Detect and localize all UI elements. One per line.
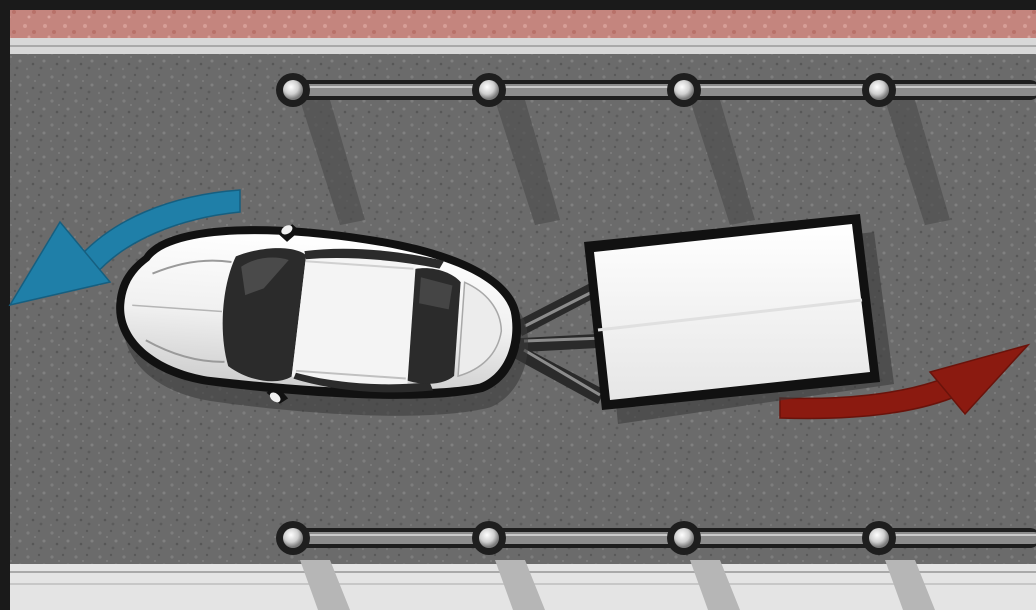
trailer	[584, 214, 894, 424]
curved-arrow-left-icon	[8, 189, 241, 307]
post-shadows-top	[300, 100, 950, 225]
top-rail-posts	[276, 73, 896, 107]
car	[116, 224, 529, 416]
curved-arrow-right-icon	[779, 343, 1031, 420]
tow-hitch	[514, 278, 606, 404]
bottom-rail-posts	[276, 521, 896, 555]
bottom-guard-rail	[280, 528, 1036, 548]
post-shadows-bottom	[300, 560, 935, 610]
top-guard-rail	[280, 80, 1036, 100]
sidewalk-brick-strip	[10, 10, 1036, 38]
